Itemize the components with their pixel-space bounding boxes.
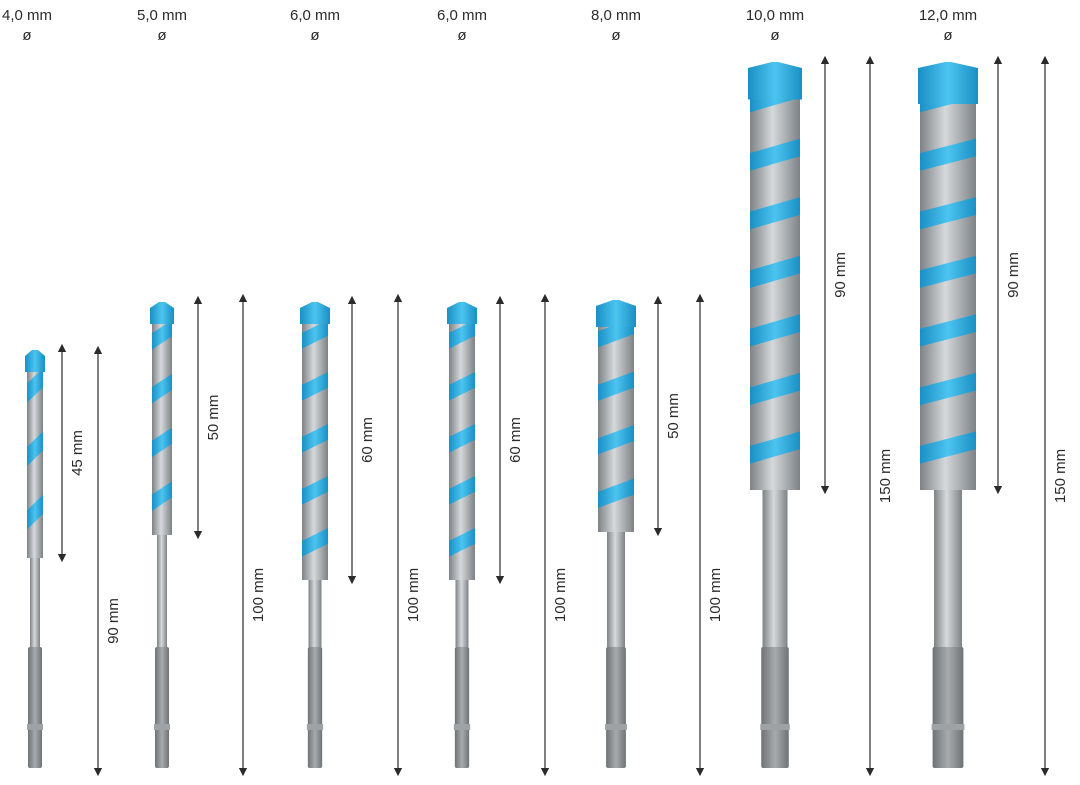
shank-groove xyxy=(27,724,43,730)
hex-shank xyxy=(28,647,42,768)
total-length-label: 90 mm xyxy=(105,598,122,644)
bit-body xyxy=(607,532,625,647)
flute-body xyxy=(152,320,172,535)
diameter-symbol: ø xyxy=(611,27,620,44)
diameter-symbol: ø xyxy=(943,27,952,44)
carbide-tip xyxy=(150,302,174,324)
diameter-symbol: ø xyxy=(310,27,319,44)
spiral-band xyxy=(27,494,43,530)
spiral-band xyxy=(449,476,475,505)
spiral-band xyxy=(750,314,800,347)
carbide-tip xyxy=(748,62,802,100)
spiral-band xyxy=(152,320,172,350)
diameter-label: 8,0 mm xyxy=(591,7,641,24)
shank-groove xyxy=(306,724,324,730)
spiral-band xyxy=(598,371,634,401)
bit-body xyxy=(934,490,962,647)
spiral-band xyxy=(302,320,328,349)
spiral-band xyxy=(449,528,475,557)
bit-body xyxy=(30,558,40,647)
spiral-band xyxy=(750,372,800,406)
drill-bit-7: 12,0 mm ø 90 mm 150 mm xyxy=(918,7,1069,777)
spiral-band xyxy=(750,138,800,171)
spiral-band xyxy=(598,425,634,455)
drill-bit-3: 6,0 mm ø 60 mm 100 mm xyxy=(290,7,422,777)
diameter-label: 4,0 mm xyxy=(2,7,52,24)
diameter-label: 10,0 mm xyxy=(746,7,804,24)
spiral-band xyxy=(302,476,328,505)
spiral-band xyxy=(302,528,328,557)
hex-shank xyxy=(307,647,323,768)
carbide-tip xyxy=(25,350,45,372)
carbide-tip xyxy=(596,300,636,327)
spiral-band xyxy=(750,255,800,288)
drill-bit-2: 5,0 mm ø 50 mm 100 mm xyxy=(137,7,267,777)
diameter-symbol: ø xyxy=(157,27,166,44)
spiral-band xyxy=(152,373,172,404)
bit-body xyxy=(762,490,788,647)
drill-bit-4: 6,0 mm ø 60 mm 100 mm xyxy=(437,7,569,777)
spiral-band xyxy=(449,424,475,453)
spiral-band xyxy=(27,431,43,467)
bit-body xyxy=(157,535,167,647)
spiral-band xyxy=(750,197,800,230)
shank-groove xyxy=(154,724,170,730)
spiral-band xyxy=(920,197,976,230)
spiral-band xyxy=(152,427,172,458)
hex-shank xyxy=(932,647,964,768)
total-length-label: 150 mm xyxy=(1052,449,1069,503)
diameter-label: 12,0 mm xyxy=(919,7,977,24)
diameter-label: 6,0 mm xyxy=(437,7,487,24)
spiral-band xyxy=(152,481,172,511)
drill-bit-5: 8,0 mm ø 50 mm 100 mm xyxy=(591,7,724,777)
spiral-band xyxy=(302,424,328,453)
working-length-label: 60 mm xyxy=(507,417,524,463)
spiral-band xyxy=(920,431,976,464)
diameter-symbol: ø xyxy=(22,27,31,44)
total-length-label: 100 mm xyxy=(552,568,569,622)
spiral-band xyxy=(449,372,475,401)
spiral-band xyxy=(27,368,43,403)
total-length-label: 100 mm xyxy=(707,568,724,622)
total-length-label: 100 mm xyxy=(250,568,267,622)
diameter-label: 6,0 mm xyxy=(290,7,340,24)
carbide-tip xyxy=(918,62,978,104)
shank-groove xyxy=(453,724,471,730)
hex-shank xyxy=(761,647,789,768)
working-length-label: 50 mm xyxy=(665,393,682,439)
working-length-label: 50 mm xyxy=(205,395,222,441)
bit-body xyxy=(308,580,322,647)
spiral-band xyxy=(750,431,800,464)
working-length-label: 45 mm xyxy=(69,430,86,476)
hex-shank xyxy=(606,647,626,768)
total-length-label: 100 mm xyxy=(405,568,422,622)
diameter-label: 5,0 mm xyxy=(137,7,187,24)
bit-body xyxy=(455,580,469,647)
diameter-symbol: ø xyxy=(770,27,779,44)
diameter-symbol: ø xyxy=(457,27,466,44)
drill-bit-6: 10,0 mm ø 90 mm 150 mm xyxy=(746,7,894,777)
shank-groove xyxy=(931,724,965,730)
total-length-label: 150 mm xyxy=(877,449,894,503)
spiral-band xyxy=(920,255,976,288)
shank-groove xyxy=(760,724,790,730)
spiral-band xyxy=(449,320,475,349)
carbide-tip xyxy=(447,302,477,324)
spiral-band xyxy=(920,372,976,406)
working-length-label: 60 mm xyxy=(359,417,376,463)
carbide-tip xyxy=(300,302,330,324)
drill-bit-1: 4,0 mm ø 45 mm 90 mm xyxy=(2,7,122,777)
spiral-band xyxy=(920,314,976,347)
hex-shank xyxy=(155,647,169,768)
working-length-label: 90 mm xyxy=(832,252,849,298)
spiral-band xyxy=(302,372,328,401)
spiral-band xyxy=(920,138,976,171)
shank-groove xyxy=(605,724,627,730)
hex-shank xyxy=(454,647,470,768)
working-length-label: 90 mm xyxy=(1005,252,1022,298)
spiral-band xyxy=(598,478,634,508)
